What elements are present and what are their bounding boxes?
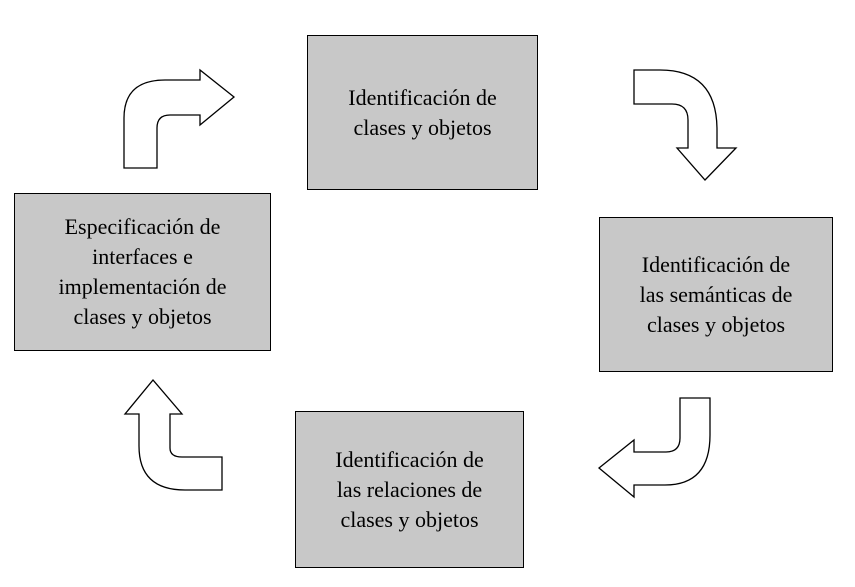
step-text-line: Especificación de <box>64 214 221 239</box>
step-identificacion-clases: Identificación de clases y objetos <box>307 35 538 190</box>
step-identificacion-semanticas: Identificación de las semánticas de clas… <box>599 217 833 372</box>
step-text-line: las semánticas de <box>639 281 793 307</box>
curved-arrow-left-icon <box>597 397 711 499</box>
step-text-line: clases y objetos <box>73 304 212 329</box>
step-text-line: clases y objetos <box>340 506 479 532</box>
step-text-line: clases y objetos <box>353 114 492 140</box>
curved-arrow-right-icon <box>123 68 236 169</box>
curved-arrow-down-icon <box>633 69 738 181</box>
step-identificacion-relaciones: Identificación de las relaciones de clas… <box>295 411 524 568</box>
step-text-line: clases y objetos <box>646 311 786 337</box>
step-text-line: Identificación de <box>335 446 484 472</box>
step-text-line: Identificación de <box>641 251 791 277</box>
step-text-line: Identificación de <box>348 84 497 110</box>
step-text-line: las relaciones de <box>336 476 483 502</box>
step-text-line: implementación de <box>58 274 227 299</box>
step-especificacion-implementacion: Especificación de interfaces e implement… <box>14 193 271 351</box>
curved-arrow-up-icon <box>123 378 223 491</box>
step-text-line: interfaces e <box>92 244 193 269</box>
